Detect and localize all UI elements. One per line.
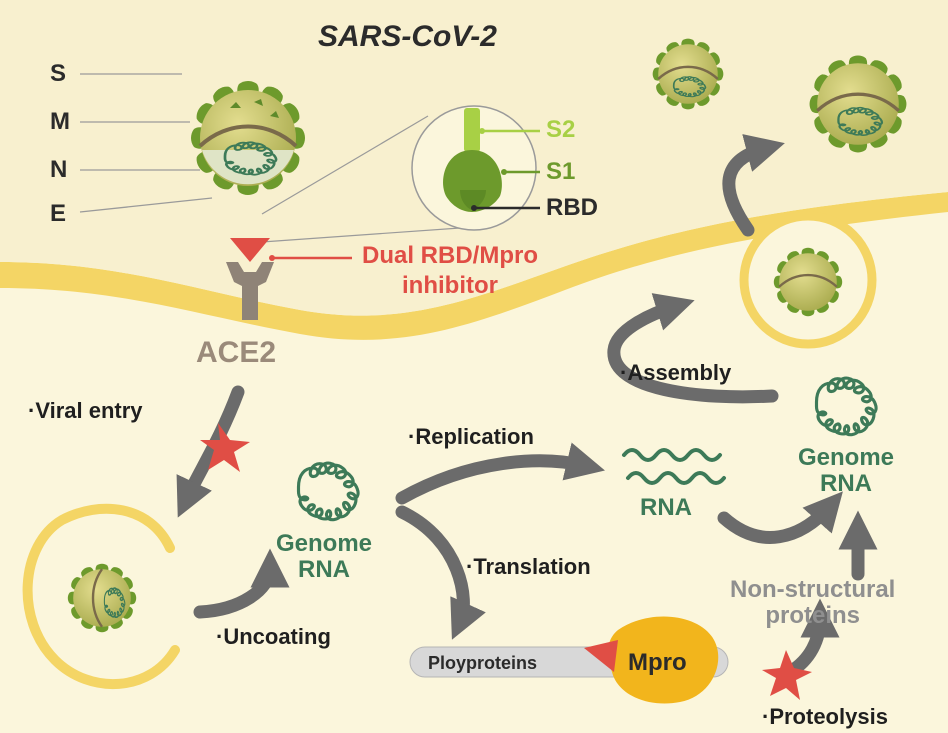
label-s1: S1 bbox=[546, 158, 576, 185]
label-genome-rna-right-line1: Genome bbox=[798, 444, 895, 471]
label-mpro: Mpro bbox=[628, 649, 687, 676]
label-genome-rna-left: Genome RNA bbox=[276, 532, 372, 582]
cell-membrane bbox=[0, 192, 948, 340]
step-viral-entry: ·Viral entry bbox=[28, 398, 143, 423]
virus-main bbox=[191, 81, 305, 195]
label-genome-rna-left-line1: Genome bbox=[276, 530, 373, 557]
step-translation: ·Translation bbox=[466, 554, 591, 579]
label-polyproteins: Ployproteins bbox=[428, 653, 538, 673]
ace2-receptor bbox=[226, 262, 274, 320]
inhibitor-marker bbox=[230, 238, 270, 262]
inhibition-star-entry bbox=[200, 423, 250, 472]
label-s2: S2 bbox=[546, 116, 576, 143]
label-non-structural-line1: Non-structural bbox=[730, 576, 896, 603]
label-n: N bbox=[50, 156, 68, 183]
step-proteolysis: ·Proteolysis bbox=[762, 704, 888, 729]
virus-small bbox=[652, 38, 724, 110]
spike-zoom bbox=[261, 105, 540, 243]
label-e: E bbox=[50, 200, 67, 227]
genome-rna-left-coil bbox=[296, 461, 360, 522]
budding-vesicle bbox=[739, 211, 877, 349]
label-non-structural: Non-structural proteins bbox=[730, 578, 895, 628]
label-non-structural-line2: proteins bbox=[765, 602, 861, 629]
mpro-blob bbox=[608, 616, 719, 704]
virus-released bbox=[809, 55, 907, 153]
step-uncoating: ·Uncoating bbox=[216, 624, 331, 649]
label-rbd: RBD bbox=[546, 194, 598, 221]
inhibition-star-proteolysis bbox=[762, 650, 812, 700]
label-inhibitor-line2: inhibitor bbox=[402, 272, 498, 299]
endosome bbox=[22, 503, 180, 690]
genome-rna-right-coil bbox=[814, 376, 878, 437]
label-s: S bbox=[50, 60, 67, 87]
rna-strands bbox=[622, 448, 726, 485]
label-genome-rna-right: Genome RNA bbox=[798, 446, 894, 496]
label-m: M bbox=[50, 108, 70, 135]
label-genome-rna-right-line2: RNA bbox=[820, 470, 873, 497]
label-genome-rna-left-line2: RNA bbox=[298, 556, 351, 583]
process-arrows bbox=[176, 134, 878, 679]
label-inhibitor: Dual RBD/Mpro inhibitor bbox=[362, 244, 538, 298]
label-ace2: ACE2 bbox=[196, 336, 277, 369]
label-rna: RNA bbox=[640, 494, 692, 521]
part-pointers bbox=[79, 73, 213, 213]
step-assembly: ·Assembly bbox=[620, 360, 732, 385]
label-inhibitor-line1: Dual RBD/Mpro bbox=[362, 242, 538, 269]
step-replication: ·Replication bbox=[408, 424, 534, 449]
diagram-title: SARS-CoV-2 bbox=[318, 20, 497, 53]
